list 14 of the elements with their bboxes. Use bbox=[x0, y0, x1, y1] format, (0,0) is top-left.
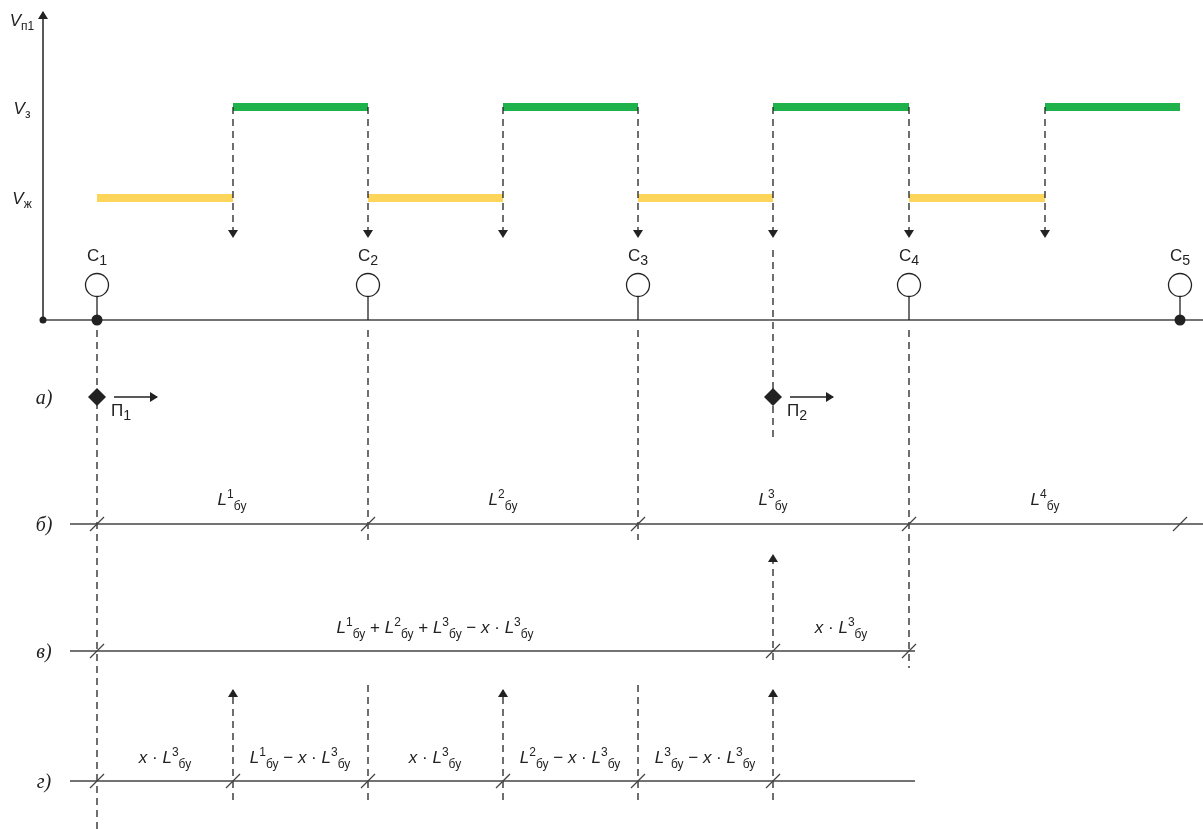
signal-label: С$_{1}$ bbox=[86, 246, 108, 269]
signal-label: С$_{4}$ bbox=[898, 246, 920, 269]
axis-label: V$_{ж}$ bbox=[12, 188, 32, 212]
signal-label: С$_{2}$ bbox=[357, 246, 379, 269]
train-label: П$_{1}$ bbox=[111, 401, 132, 424]
train-label: П$_{2}$ bbox=[787, 401, 808, 424]
row-label: а) bbox=[35, 385, 53, 409]
row-label: г) bbox=[36, 769, 52, 793]
row-label: б) bbox=[35, 512, 53, 536]
axis-label: V$_{п1}$ bbox=[9, 10, 35, 34]
signal-label: С$_{5}$ bbox=[1169, 246, 1191, 269]
row-label: в) bbox=[36, 639, 52, 663]
signal-label: С$_{3}$ bbox=[627, 246, 649, 269]
axis-label: V$_{з}$ bbox=[13, 98, 31, 122]
